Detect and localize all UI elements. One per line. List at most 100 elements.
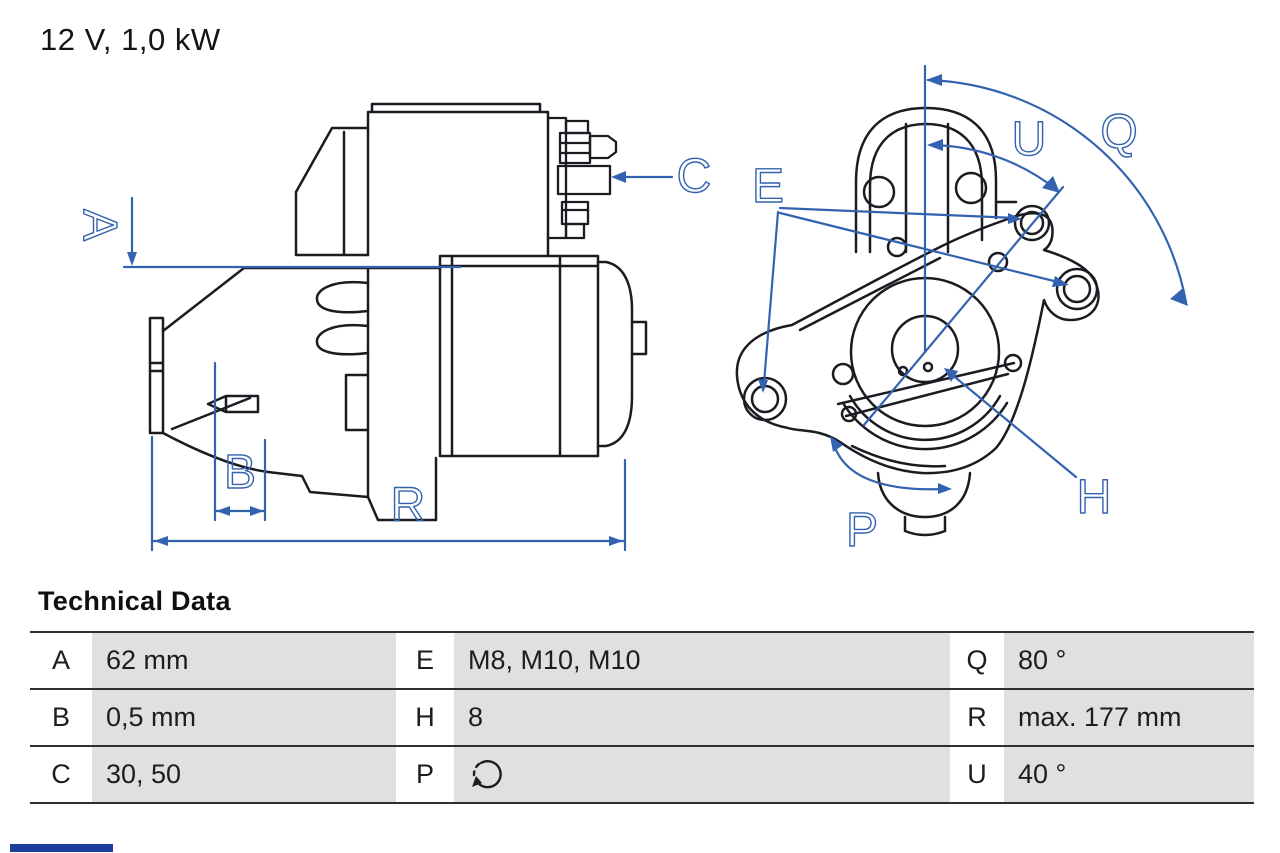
label-Q: Q <box>1100 106 1137 159</box>
label-H: H <box>1077 471 1112 524</box>
arrowhead <box>1008 213 1022 224</box>
dim-H <box>944 368 1078 479</box>
technical-data-section: Technical Data A 62 mm E M8, M10, M10 Q … <box>30 586 1254 804</box>
drive-housing <box>344 266 438 522</box>
arrowhead <box>250 506 264 516</box>
rotation-ccw-icon <box>472 759 502 788</box>
label-U: U <box>1012 113 1047 166</box>
label-P: P <box>846 504 878 557</box>
cell-value-B: 0,5 mm <box>92 690 396 745</box>
mounting-hole-right <box>1055 267 1099 311</box>
side-view-drawing <box>148 102 648 522</box>
label-A: A <box>73 209 126 241</box>
dim-E-leaders <box>758 206 1069 393</box>
arrowhead <box>216 506 230 516</box>
cell-key-A: A <box>30 633 92 688</box>
cell-value-U: 40 ° <box>1004 747 1254 802</box>
small-hole-3 <box>1003 353 1023 373</box>
housing-finger-1 <box>315 280 370 314</box>
arrowhead <box>944 368 958 382</box>
terminal-studs <box>546 116 618 240</box>
solenoid-body <box>366 102 550 257</box>
cell-key-U: U <box>950 747 1004 802</box>
bracket-top-face <box>161 266 442 333</box>
end-view-drawing <box>735 106 1100 537</box>
dim-Q <box>926 74 1188 306</box>
arrowhead <box>611 171 626 183</box>
cell-key-B: B <box>30 690 92 745</box>
small-hole-4 <box>831 362 855 386</box>
dim-P <box>830 436 952 494</box>
cell-key-H: H <box>396 690 454 745</box>
dimension-labels: A B R C E U Q H P <box>72 105 1138 557</box>
technical-data-table: A 62 mm E M8, M10, M10 Q 80 ° B 0,5 mm H… <box>30 631 1254 804</box>
end-cap-stub <box>630 320 648 356</box>
technical-data-heading: Technical Data <box>38 586 231 616</box>
table-row: A 62 mm E M8, M10, M10 Q 80 ° <box>30 633 1254 690</box>
footer-bar <box>10 844 113 852</box>
cell-value-E: M8, M10, M10 <box>454 633 950 688</box>
solenoid-bolt-right <box>954 171 988 205</box>
cell-value-Q: 80 ° <box>1004 633 1254 688</box>
motor-body <box>438 254 600 458</box>
solenoid-arch <box>854 106 1018 254</box>
side-view-dimensions <box>122 171 674 552</box>
label-E: E <box>752 160 784 213</box>
table-row: B 0,5 mm H 8 R max. 177 mm <box>30 690 1254 747</box>
arrowhead <box>830 436 843 452</box>
solenoid-bolt-left <box>862 175 896 209</box>
cell-value-H: 8 <box>454 690 950 745</box>
flange-outline <box>735 212 1100 475</box>
cell-key-P: P <box>396 747 454 802</box>
table-row: C 30, 50 P U 40 ° <box>30 747 1254 804</box>
dim-R <box>150 435 627 552</box>
technical-drawing: A B R C E U Q H P <box>72 64 1188 558</box>
bottom-cap <box>876 471 972 537</box>
angle-reference-line <box>862 185 1065 427</box>
screw-1 <box>897 365 909 377</box>
cell-value-C: 30, 50 <box>92 747 396 802</box>
gear-ring-arcs <box>841 394 1009 451</box>
dim-U <box>927 139 1060 193</box>
arrowhead <box>927 139 943 151</box>
cell-key-Q: Q <box>950 633 1004 688</box>
dim-C <box>611 171 674 183</box>
arrowhead <box>154 536 168 546</box>
bracket-strut <box>170 396 252 431</box>
plate-cross-lines <box>836 361 1016 418</box>
arrowhead <box>127 252 137 266</box>
flange-top-edge-line <box>798 256 942 332</box>
screw-2 <box>922 361 934 373</box>
end-view-dimensions <box>758 64 1188 494</box>
arrowhead <box>938 483 952 494</box>
dim-A <box>122 196 462 269</box>
cell-key-C: C <box>30 747 92 802</box>
cell-key-E: E <box>396 633 454 688</box>
arrowhead <box>1170 288 1188 306</box>
label-R: R <box>391 479 426 532</box>
small-hole-1 <box>886 236 908 258</box>
foot-plate <box>148 316 165 435</box>
mounting-hole-top <box>1013 204 1051 242</box>
small-hole-5 <box>840 405 858 423</box>
arrowhead <box>1042 176 1060 193</box>
cell-value-R: max. 177 mm <box>1004 690 1254 745</box>
page-title: 12 V, 1,0 kW <box>40 22 221 57</box>
cell-key-R: R <box>950 690 1004 745</box>
flange-bottom-edge-line <box>850 444 947 468</box>
small-hole-2 <box>987 251 1009 273</box>
arrowhead <box>609 536 623 546</box>
cell-value-A: 62 mm <box>92 633 396 688</box>
solenoid-step <box>294 126 370 257</box>
bracket-bottom <box>161 431 370 499</box>
arrowhead <box>926 74 942 86</box>
label-C: C <box>677 150 712 203</box>
cell-value-P <box>454 747 950 802</box>
housing-finger-2 <box>315 323 370 356</box>
alignment-pin <box>206 394 260 414</box>
arrowhead <box>1052 276 1069 287</box>
dim-B <box>213 361 267 522</box>
end-cap <box>596 260 634 448</box>
arrowhead <box>758 379 768 393</box>
